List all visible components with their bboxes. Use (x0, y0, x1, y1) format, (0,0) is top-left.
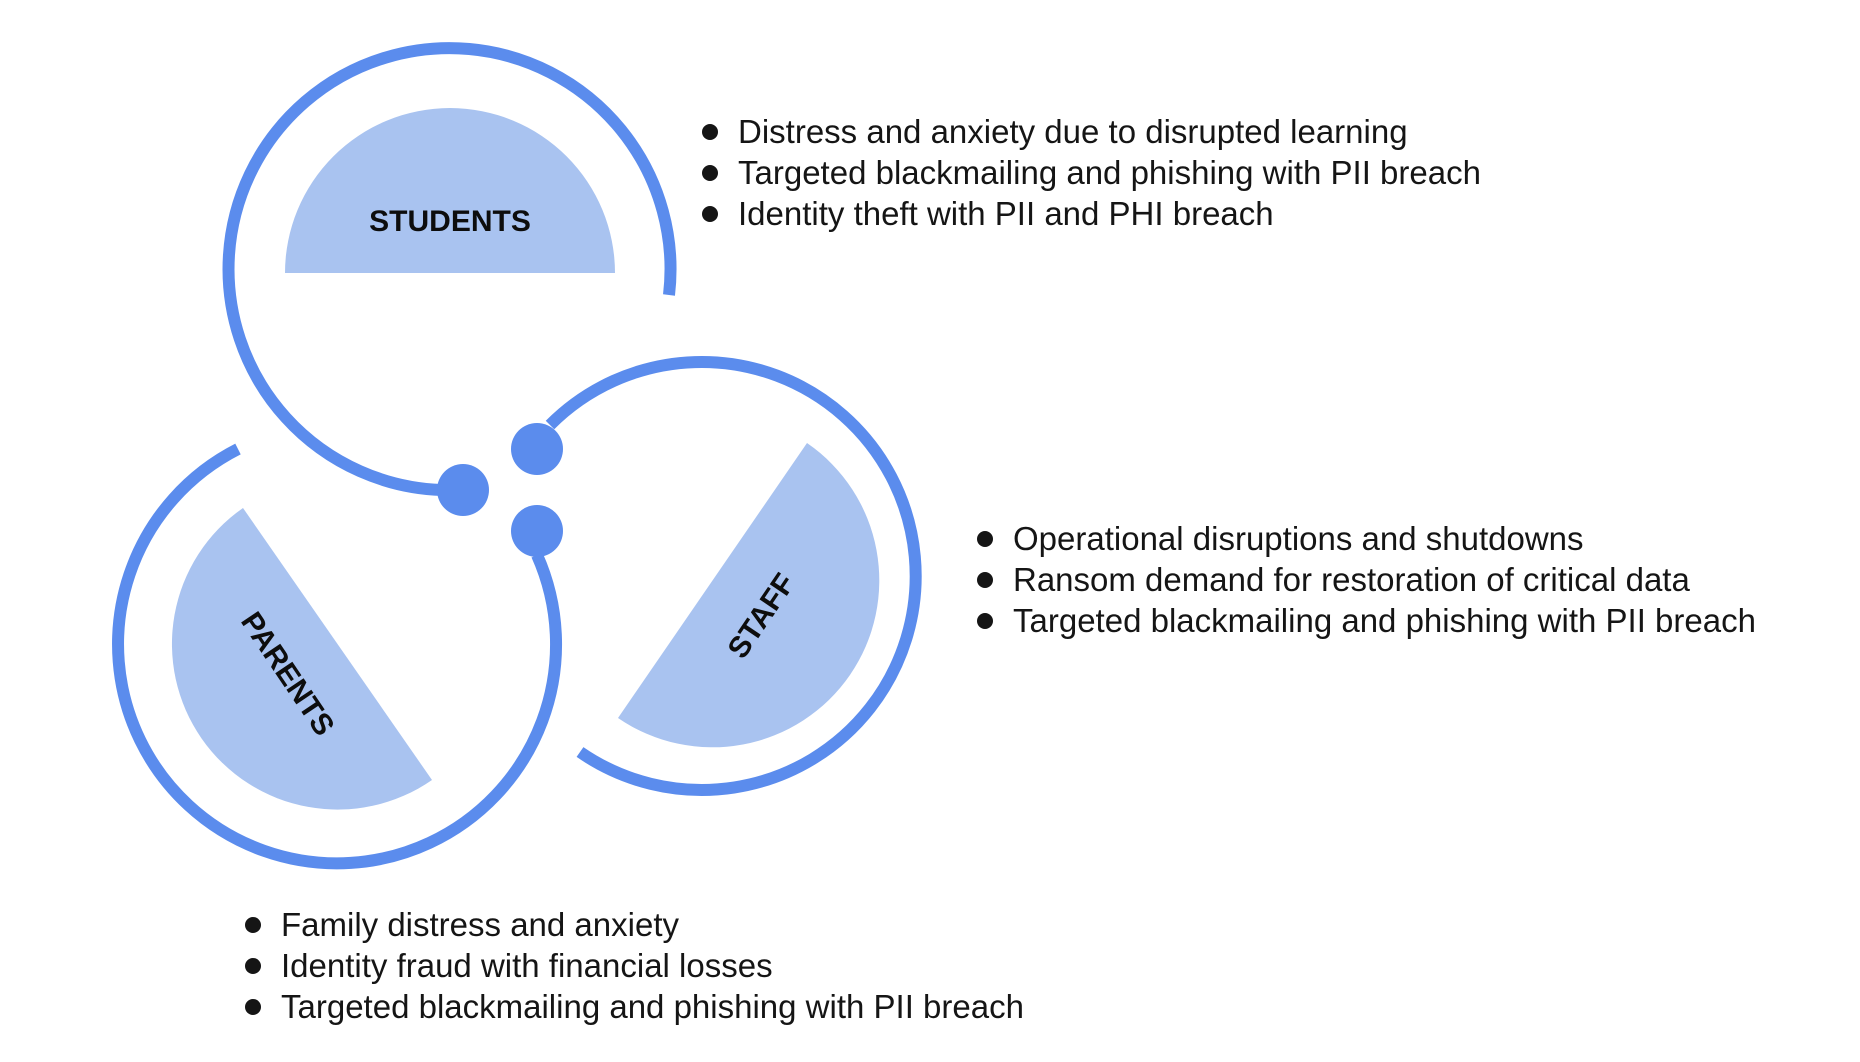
students-impact-list: Distress and anxiety due to disrupted le… (700, 111, 1481, 234)
students-label: STUDENTS (369, 205, 531, 238)
list-item: Targeted blackmailing and phishing with … (975, 600, 1756, 641)
students-ring-knob (437, 464, 489, 516)
staff-segment: STAFF (511, 355, 922, 796)
list-item: Targeted blackmailing and phishing with … (700, 152, 1481, 193)
list-item: Identity theft with PII and PHI breach (700, 193, 1481, 234)
list-item: Distress and anxiety due to disrupted le… (700, 111, 1481, 152)
list-item: Identity fraud with financial losses (243, 945, 1024, 986)
staff-half-disc (618, 443, 880, 748)
students-half-disc (285, 108, 615, 273)
parents-impact-list: Family distress and anxiety Identity fra… (243, 904, 1024, 1027)
parents-ring-knob (511, 505, 563, 557)
parents-half-disc (171, 508, 432, 810)
students-ring-arc (222, 42, 677, 496)
parents-segment: PARENTS (112, 443, 563, 870)
parents-ring-arc (112, 443, 562, 870)
staff-impact-list: Operational disruptions and shutdowns Ra… (975, 518, 1756, 641)
list-item: Family distress and anxiety (243, 904, 1024, 945)
list-item: Operational disruptions and shutdowns (975, 518, 1756, 559)
staff-ring-knob (511, 423, 563, 475)
staff-ring-arc (545, 355, 922, 796)
list-item: Targeted blackmailing and phishing with … (243, 986, 1024, 1027)
students-segment: STUDENTS (222, 42, 677, 516)
list-item: Ransom demand for restoration of critica… (975, 559, 1756, 600)
